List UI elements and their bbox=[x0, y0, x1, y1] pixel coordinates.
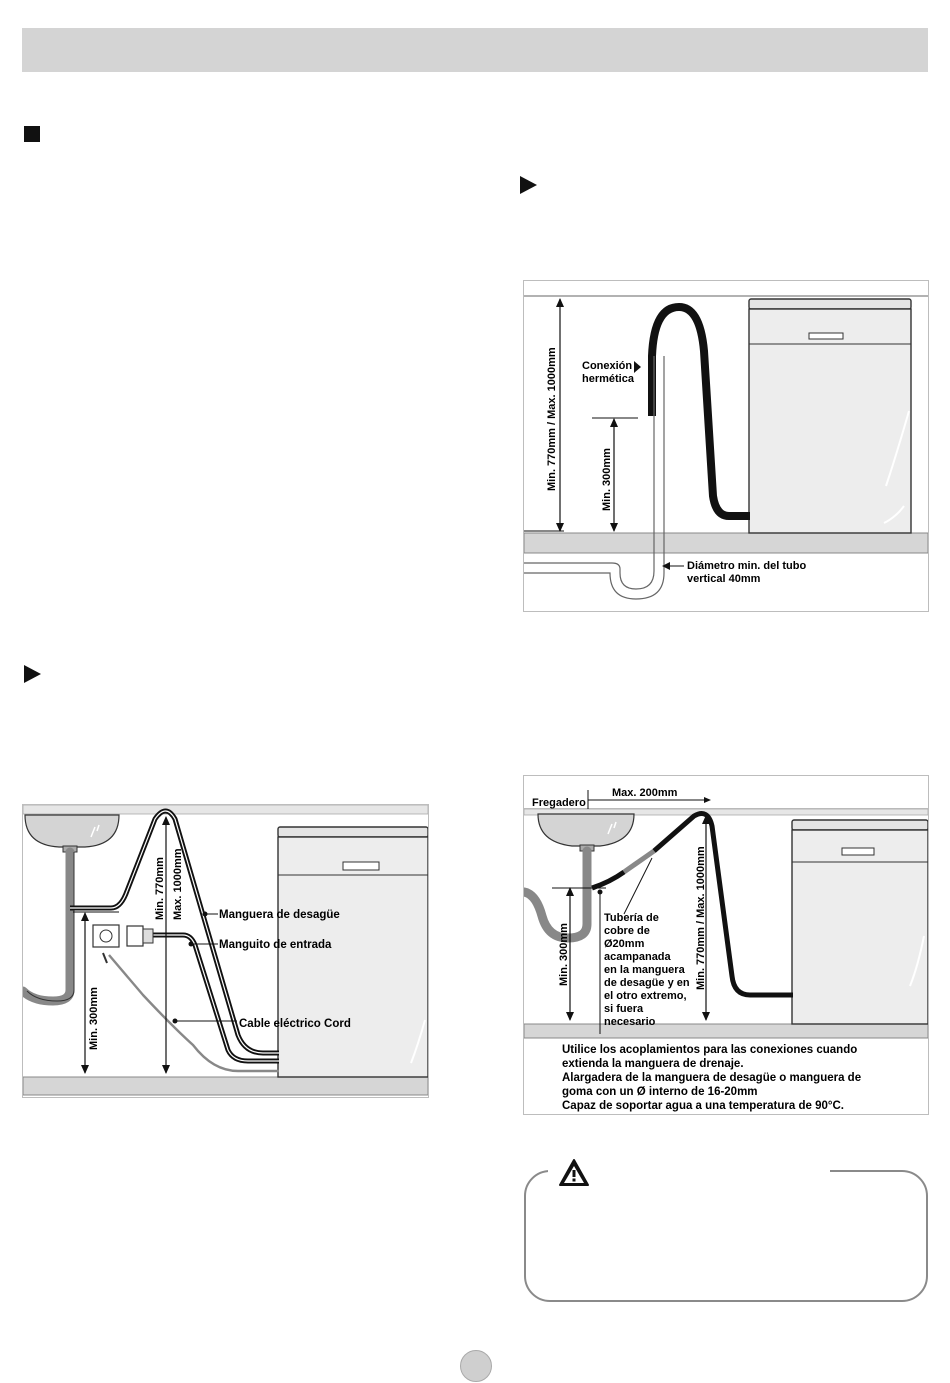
figure-connections-overview: Min. 300mm Min. 770mm Max. 1000mm Mangue… bbox=[22, 804, 429, 1098]
dim-min-300: Min. 300mm bbox=[88, 987, 100, 1050]
svg-text:de desagüe y en: de desagüe y en bbox=[604, 977, 690, 989]
svg-text:acampanada: acampanada bbox=[604, 951, 672, 963]
label-sink: Fregadero bbox=[532, 797, 586, 809]
svg-text:Utilice los acoplamientos para: Utilice los acoplamientos para las conex… bbox=[562, 1044, 857, 1056]
svg-text:cobre de: cobre de bbox=[604, 925, 650, 937]
warning-box-gap bbox=[548, 1160, 830, 1182]
extension-note: Utilice los acoplamientos para las conex… bbox=[562, 1044, 861, 1112]
svg-text:necesario: necesario bbox=[604, 1016, 656, 1028]
copper-pipe-label: Tubería de cobre de Ø20mm acampanada en … bbox=[604, 912, 690, 1028]
extension-hose-diagram: Fregadero Max. 200mm Min. 300mm Min. 770… bbox=[524, 787, 928, 1112]
label-pipe-diameter-1: Diámetro min. del tubo bbox=[687, 560, 806, 572]
label-pipe-diameter-2: vertical 40mm bbox=[687, 573, 761, 585]
figure-extension-hose: Fregadero Max. 200mm Min. 300mm Min. 770… bbox=[523, 775, 929, 1115]
standpipe-diagram: Min. 770mm / Max. 1000mm Min. 300mm Cone… bbox=[524, 295, 928, 600]
warning-icon bbox=[559, 1159, 589, 1186]
connections-diagram: Min. 300mm Min. 770mm Max. 1000mm Mangue… bbox=[23, 805, 428, 1096]
arrow-bullet-right bbox=[520, 176, 537, 194]
svg-text:Capaz de soportar agua a una t: Capaz de soportar agua a una temperatura… bbox=[562, 1100, 844, 1112]
label-seal-1: Conexión bbox=[582, 360, 632, 372]
dim-max-1000: Max. 1000mm bbox=[172, 848, 184, 920]
dim-min-300: Min. 300mm bbox=[558, 923, 570, 986]
dim-min-770: Min. 770mm bbox=[154, 857, 166, 920]
svg-text:en la manguera: en la manguera bbox=[604, 964, 686, 976]
header-bar bbox=[22, 28, 928, 72]
label-seal-2: hermética bbox=[582, 373, 635, 385]
label-power-cord: Cable eléctrico Cord bbox=[239, 1018, 351, 1030]
svg-text:Tubería de: Tubería de bbox=[604, 912, 659, 924]
svg-text:Alargadera de la manguera de d: Alargadera de la manguera de desagüe o m… bbox=[562, 1072, 861, 1084]
arrow-bullet-left bbox=[24, 665, 41, 683]
figure-standpipe-drain: Min. 770mm / Max. 1000mm Min. 300mm Cone… bbox=[523, 280, 929, 612]
label-max-200: Max. 200mm bbox=[612, 787, 678, 799]
warning-box bbox=[524, 1170, 928, 1302]
label-drain-hose: Manguera de desagüe bbox=[219, 909, 340, 921]
section-square-bullet bbox=[24, 126, 40, 142]
dim-min-300: Min. 300mm bbox=[601, 448, 613, 511]
page-number-badge bbox=[460, 1350, 492, 1382]
dim-height-range: Min. 770mm / Max. 1000mm bbox=[695, 846, 707, 990]
label-inlet-hose: Manguito de entrada bbox=[219, 939, 332, 951]
dim-height-range: Min. 770mm / Max. 1000mm bbox=[546, 347, 558, 491]
svg-text:goma con un Ø interno de 16-20: goma con un Ø interno de 16-20mm bbox=[562, 1086, 758, 1098]
svg-text:si fuera: si fuera bbox=[604, 1003, 644, 1015]
svg-text:extienda la manguera de drenaj: extienda la manguera de drenaje. bbox=[562, 1058, 744, 1070]
svg-text:el otro extremo,: el otro extremo, bbox=[604, 990, 687, 1002]
svg-text:Ø20mm: Ø20mm bbox=[604, 938, 645, 950]
